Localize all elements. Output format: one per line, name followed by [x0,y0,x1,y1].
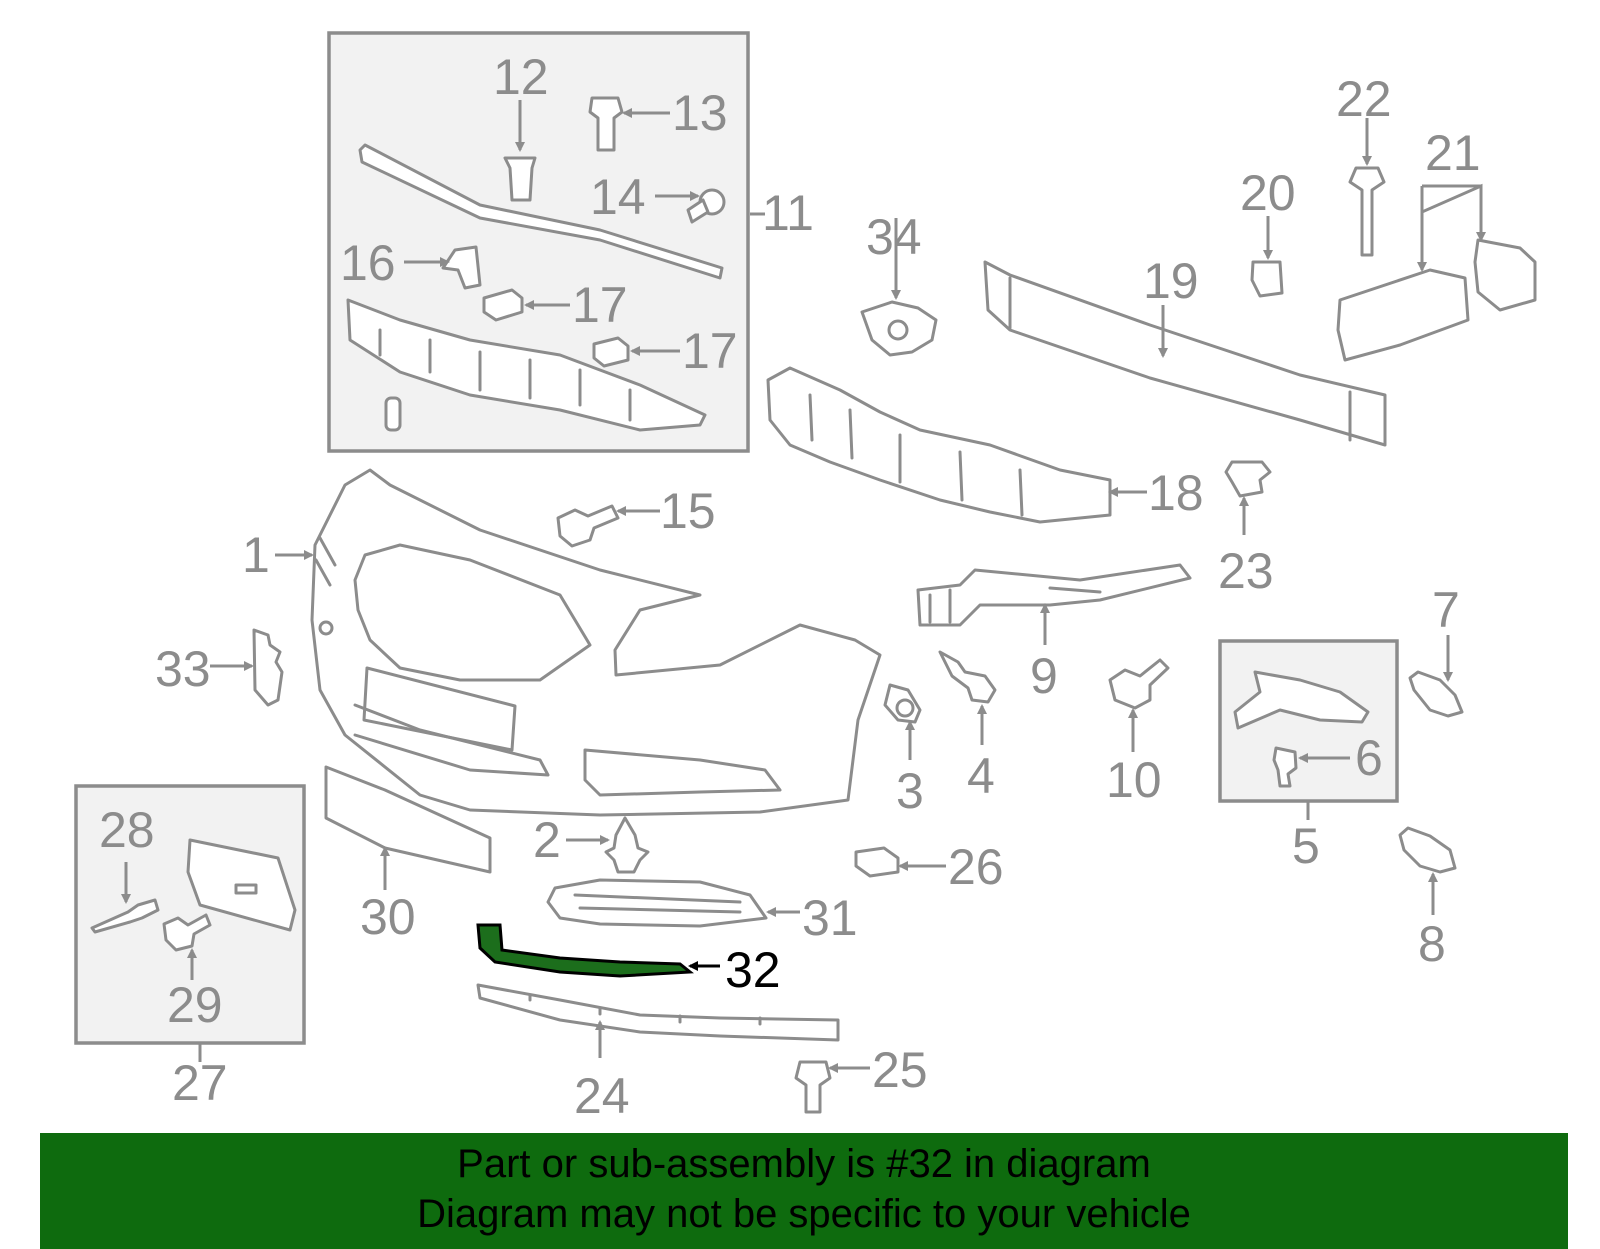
part-15-bolt [556,504,620,548]
label-20: 20 [1240,165,1296,221]
label-24: 24 [574,1068,630,1124]
part-11-clip [384,396,402,432]
part-25-bolt [794,1060,832,1114]
part-20-pad [1250,260,1284,298]
label-17b: 17 [682,323,738,379]
part-11-absorber [346,298,707,432]
part-33-bracket [252,628,284,707]
label-12: 12 [493,49,549,105]
label-18: 18 [1148,465,1204,521]
part-2-push-pin [604,816,650,874]
label-15: 15 [660,483,716,539]
part-9-bracket [916,563,1192,627]
part-5-bracket [1233,670,1370,730]
label-1: 1 [242,527,270,583]
label-33: 33 [155,641,211,697]
label-21: 21 [1425,125,1481,181]
label-34: 34 [866,209,922,265]
label-19: 19 [1143,253,1199,309]
label-3: 3 [896,763,924,819]
label-6: 6 [1355,730,1383,786]
info-banner: Part or sub-assembly is #32 in diagram D… [40,1133,1568,1249]
banner-line-1: Part or sub-assembly is #32 in diagram [457,1142,1151,1186]
label-27: 27 [172,1055,228,1111]
part-26-pad [854,846,900,878]
label-31: 31 [802,890,858,946]
label-17a: 17 [572,277,628,333]
part-6-clip [1272,746,1298,788]
label-4: 4 [967,748,995,804]
part-17-pad-a [482,288,524,322]
part-4-fastener [938,650,997,704]
part-17-pad-b [592,336,630,368]
label-5: 5 [1292,818,1320,874]
label-26: 26 [948,839,1004,895]
part-23-nut [1224,460,1272,498]
label-13: 13 [672,85,728,141]
part-30-plate [324,765,492,874]
part-10-bolt [1108,658,1170,710]
part-1-fog-opening [583,748,782,797]
part-29-screw [162,913,212,952]
part-16-clip [441,245,482,290]
part-28-rivet [90,898,160,934]
part-1-grille-opening [353,543,592,682]
label-8: 8 [1418,916,1446,972]
label-28: 28 [99,802,155,858]
label-25: 25 [872,1042,928,1098]
part-34-sensor [860,300,938,357]
part-1-plate-area [362,666,517,752]
part-8-bolt [1398,826,1457,874]
label-10: 10 [1106,752,1162,808]
label-14: 14 [590,169,646,225]
part-19-reinforcement [983,260,1387,447]
part-12-rivet [503,156,537,202]
part-31-fog-bezel [546,878,768,928]
part-7-bolt [1408,670,1464,718]
label-7: 7 [1432,582,1460,638]
label-9: 9 [1030,648,1058,704]
label-29: 29 [167,977,223,1033]
part-22-bolt [1348,166,1386,257]
label-32-highlighted: 32 [725,942,781,998]
label-22: 22 [1336,71,1392,127]
part-21-bracket [1336,268,1470,362]
label-23: 23 [1218,543,1274,599]
part-18-absorber [766,366,1112,524]
part-32-molding-highlighted [476,923,694,978]
label-30: 30 [360,889,416,945]
label-16: 16 [340,235,396,291]
part-13-bolt [588,96,624,152]
label-11: 11 [762,185,814,241]
label-2: 2 [533,812,561,868]
banner-line-2: Diagram may not be specific to your vehi… [417,1192,1191,1236]
part-11-trim-strip [358,143,724,280]
part-24-lower-strip [476,983,840,1042]
